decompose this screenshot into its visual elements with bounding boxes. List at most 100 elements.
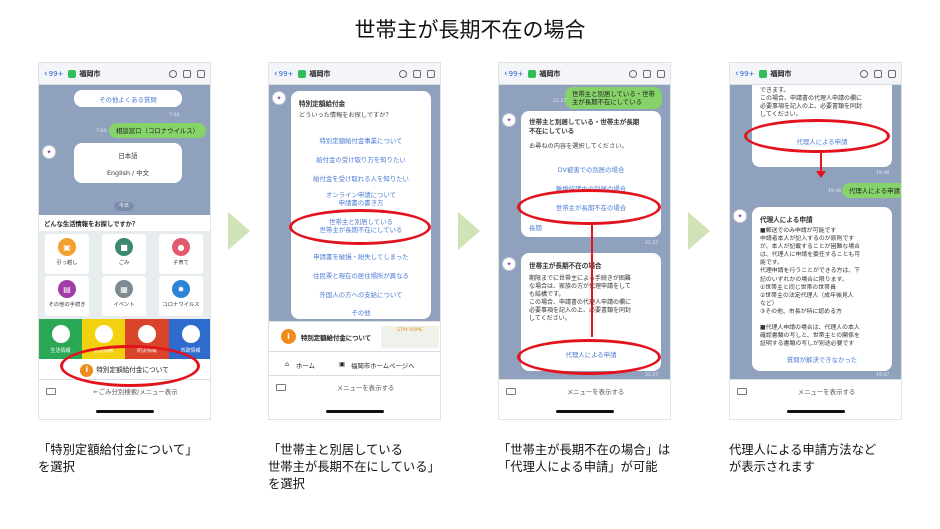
unread-count[interactable]: 99+: [278, 69, 294, 78]
highlight-ring: [60, 345, 200, 387]
tile-label: ごみ: [118, 260, 130, 266]
date-chip: 今日: [114, 202, 134, 211]
highlight-ring: [517, 189, 661, 225]
home-indicator: [555, 410, 614, 413]
option-foreigner[interactable]: 外国人の方への支給について: [319, 291, 403, 299]
keyboard-icon[interactable]: [46, 388, 56, 395]
hp-tab[interactable]: 福岡市ホームページへ: [351, 362, 415, 370]
search-icon[interactable]: [399, 69, 407, 78]
option-eligible[interactable]: 給付金を受け取れる人を知りたい: [313, 175, 409, 183]
timestamp: 21:27: [553, 99, 567, 104]
building-icon: ▣: [339, 360, 346, 368]
option-address[interactable]: 住民票と現在の居住場所が異なる: [313, 272, 409, 280]
card-body: できます。 この場合、申請書の代理人申請の欄に 必要事項を記入の上、必要書類を同…: [760, 87, 863, 118]
menu-icon[interactable]: [888, 69, 896, 78]
cone-icon: [138, 325, 156, 343]
menu-question: どんな生活情報をお探しですか？: [44, 221, 139, 228]
bottom-bar: メニューを表示する: [499, 379, 670, 419]
card-title: 代理人による申請: [760, 216, 813, 224]
highlight-ring: [517, 339, 661, 375]
option-long-term[interactable]: 長期: [529, 224, 542, 232]
phone-screen-3: ‹ 99+ 福岡市 世帯主と別居している・世帯 主が長期不在にしている 21:2…: [498, 62, 671, 420]
account-name: 福岡市: [309, 69, 331, 78]
phone-screen-4: ‹ 99+ 福岡市 できます。 この場合、申請書の代理人申請の欄に 必要事項を記…: [729, 62, 902, 420]
unread-count[interactable]: 99+: [508, 69, 524, 78]
document-icon: ▤: [58, 280, 76, 298]
language-english-chinese[interactable]: English / 中文: [106, 169, 150, 177]
user-message: 代理人による申請: [842, 183, 901, 198]
banner-label: 特別定額給付金について: [301, 334, 372, 342]
list-icon[interactable]: [183, 69, 191, 78]
timestamp: 19:46: [876, 171, 890, 176]
category-label: 市政情報: [180, 348, 201, 354]
list-icon[interactable]: [643, 69, 651, 78]
timestamp: 19:46: [828, 189, 842, 194]
tile-coronavirus[interactable]: ✹コロナウイルス: [159, 276, 203, 316]
bot-avatar: ✦: [502, 257, 516, 271]
tile-childcare[interactable]: ● 子育て: [159, 234, 203, 274]
list-icon[interactable]: [413, 69, 421, 78]
banner[interactable]: i 特別定額給付金について STAY HOME: [269, 321, 440, 351]
option-program[interactable]: 特別定額給付金事業について: [319, 137, 403, 145]
unresolved-link[interactable]: 質問が解決できなかった: [786, 356, 858, 364]
bot-avatar: ✦: [42, 145, 56, 159]
connector-line: [591, 225, 593, 337]
home-indicator: [325, 410, 384, 413]
tile-label: 子育て: [173, 260, 189, 266]
search-icon[interactable]: [860, 69, 868, 78]
building-icon: [181, 325, 200, 343]
option-damaged[interactable]: 申請書を破損・紛失してしまった: [313, 253, 409, 261]
menu-icon[interactable]: [427, 69, 435, 78]
menu-toggle[interactable]: メニューを表示する: [566, 388, 625, 396]
card-title: 世帯主と別居している・世帯主が長期 不在にしている: [529, 118, 640, 135]
info-icon: i: [281, 329, 296, 344]
bot-avatar: ✦: [272, 91, 286, 105]
search-icon[interactable]: [169, 69, 177, 78]
user-message: 相談窓口（コロナウイルス）: [109, 123, 207, 138]
menu-icon[interactable]: [657, 69, 665, 78]
shield-icon: [528, 69, 537, 78]
menu-toggle[interactable]: メニューを表示する: [797, 388, 856, 396]
tile-events[interactable]: ▦イベント: [102, 276, 146, 316]
user-message: 世帯主と別居している・世帯 主が長期不在にしている: [565, 87, 662, 109]
option-dv[interactable]: DV被害での別居の場合: [557, 166, 625, 174]
tile-procedures[interactable]: ▤ その他の手続き: [45, 276, 89, 316]
baby-icon: ●: [172, 238, 190, 256]
tab-bar: ⌂ ホーム ▣ 福岡市ホームページへ: [269, 351, 440, 377]
menu-toggle[interactable]: ←ごみ分別検索/メニュー表示: [93, 388, 178, 396]
list-icon[interactable]: [874, 69, 882, 78]
option-online[interactable]: オンライン申請について 申請書の書き方: [325, 191, 397, 207]
language-japanese[interactable]: 日本語: [118, 152, 138, 160]
chevron-left-icon[interactable]: ‹: [504, 68, 508, 79]
tile-grid: ▣引っ越し ■ごみ ● 子育て ▤ その他の手続き ▦イベント ✹コロナウイルス: [39, 231, 210, 319]
phone-screen-2: ‹ 99+ 福岡市 ✦ 特別定額給付金 どういった情報をお探しですか？ 特別定額…: [268, 62, 441, 420]
bulb-icon: [51, 325, 70, 343]
tile-moving[interactable]: ▣引っ越し: [45, 234, 89, 274]
account-name: 福岡市: [770, 69, 792, 78]
option-other[interactable]: その他: [351, 309, 371, 317]
home-tab[interactable]: ホーム: [296, 362, 315, 370]
option-receive[interactable]: 給付金の受け取り方を知りたい: [316, 156, 406, 164]
keyboard-icon[interactable]: [737, 388, 747, 395]
search-icon[interactable]: [629, 69, 637, 78]
unread-count[interactable]: 99+: [48, 69, 64, 78]
chevron-left-icon[interactable]: ‹: [44, 68, 48, 79]
chat-header: ‹ 99+ 福岡市: [730, 63, 901, 85]
keyboard-icon[interactable]: [506, 388, 516, 395]
tile-label: イベント: [113, 302, 135, 308]
card-body: 期限までに世帯主による手続きが困難 な場合は、家族の方が代理申請をして も結構で…: [529, 275, 632, 322]
timestamp: 21:27: [645, 241, 659, 246]
tile-garbage[interactable]: ■ごみ: [102, 234, 146, 274]
keyboard-icon[interactable]: [276, 384, 286, 391]
chevron-left-icon[interactable]: ‹: [735, 68, 739, 79]
chat-header: ‹ 99+ 福岡市: [499, 63, 670, 85]
unread-count[interactable]: 99+: [739, 69, 755, 78]
faq-link[interactable]: その他よくある質問: [99, 96, 157, 104]
tile-label: その他の手続き: [48, 302, 86, 308]
chat-area: ✦ 特別定額給付金 どういった情報をお探しですか？ 特別定額給付金事業について …: [269, 85, 440, 321]
chat-header: ‹ 99+ 福岡市: [269, 63, 440, 85]
menu-icon[interactable]: [197, 69, 205, 78]
chevron-left-icon[interactable]: ‹: [274, 68, 278, 79]
menu-toggle[interactable]: メニューを表示する: [336, 384, 395, 392]
